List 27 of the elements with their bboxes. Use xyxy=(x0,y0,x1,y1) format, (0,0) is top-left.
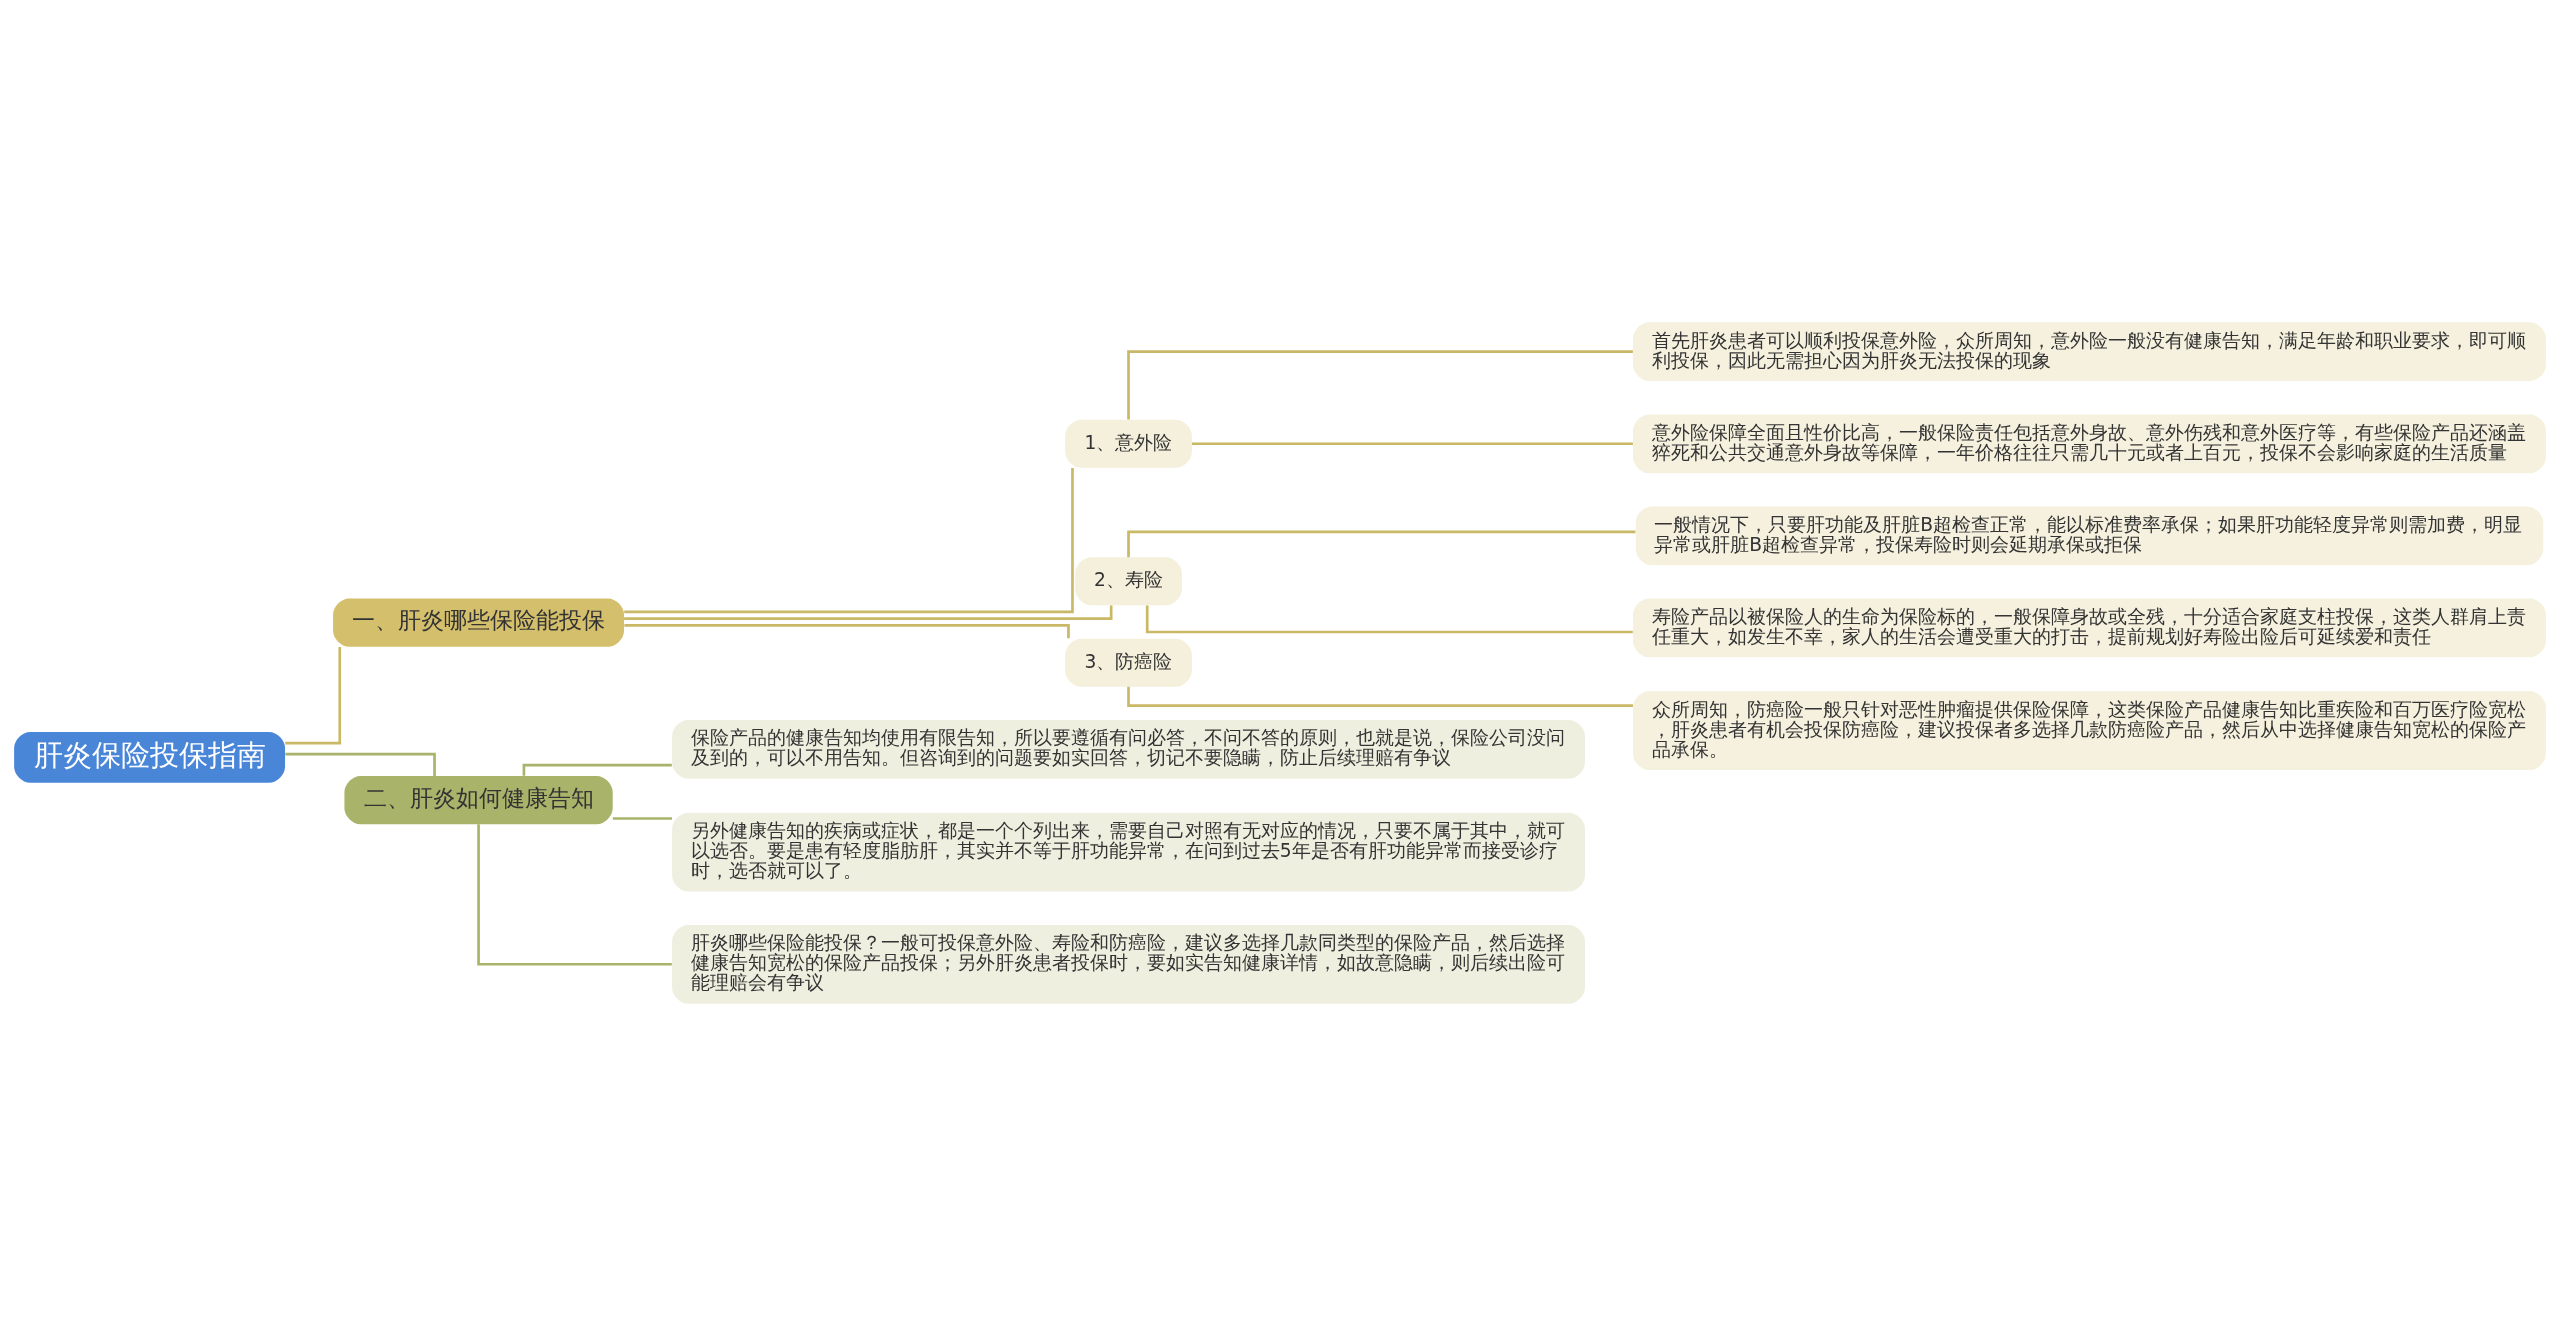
node-box: 一般情况下，只要肝功能及肝脏B超检查正常，能以标准费率承保；如果肝功能轻度异常则需加费，明显异常或肝脏B超检查异常，投保寿险时则会延期承保或拒保 xyxy=(1635,506,2544,565)
connector xyxy=(1127,530,1636,557)
node-box: 意外险保障全面且性价比高，一般保险责任包括意外身故、意外伤残和意外医疗等，有些保险产品还涵盖猝死和公共交通意外身故等保障，一年价格往往只需几十元或者上百元，投保不会影响家庭的生活质量 xyxy=(1633,413,2546,473)
connector xyxy=(1127,686,1633,707)
node-box: 寿险产品以被保险人的生命为保险标的，一般保障身故或全残，十分适合家庭支柱投保，这类人群肩上责任重大，如发生不幸，家人的生活会遭受重大的打击，提前规划好寿险出险后可延续爱和责任 xyxy=(1633,598,2546,657)
connector xyxy=(285,646,342,744)
node-box: 保险产品的健康告知均使用有限告知，所以要遵循有问必答，不问不答的原则，也就是说，保险公司没问及到的，可以不用告知。但咨询到的问题要如实回答，切记不要隐瞒，防止后续理赔有争议 xyxy=(672,719,1585,779)
node-box: 3、防癌险 xyxy=(1065,638,1192,687)
node-box: 首先肝炎患者可以顺利投保意外险，众所周知，意外险一般没有健康告知，满足年龄和职业要求，即可顺利投保，因此无需担心因为肝炎无法投保的现象 xyxy=(1633,321,2546,381)
connector xyxy=(1145,604,1633,633)
connector xyxy=(285,752,436,776)
connector xyxy=(1127,349,1633,420)
node-box: 肝炎保险投保指南 xyxy=(14,731,286,783)
connector xyxy=(624,623,1070,638)
node-box: 肝炎哪些保险能投保？一般可投保意外险、寿险和防癌险，建议多选择几款同类型的保险产品，然后选择健康告知宽松的保险产品投保；另外肝炎患者投保时，要如实告知健康详情，如故意隐瞒，则后续出险可能理赔会有争议 xyxy=(672,924,1585,1004)
node-box: 另外健康告知的疾病或症状，都是一个个列出来，需要自己对照有无对应的情况，只要不属于其中，就可以选否。要是患有轻度脂肪肝，其实并不等于肝功能异常，在问到过去5年是否有肝功能异常而接受诊疗时，选否就可以了。 xyxy=(672,812,1585,892)
node-box: 2、寿险 xyxy=(1075,556,1182,605)
connector xyxy=(624,467,1074,613)
connector xyxy=(1191,441,1633,445)
node-box: 1、意外险 xyxy=(1065,419,1192,468)
connector xyxy=(624,605,1113,620)
node-box: 众所周知，防癌险一般只针对恶性肿瘤提供保险保障，这类保险产品健康告知比重疾险和百万医疗险宽松，肝炎患者有机会投保防癌险，建议投保者多选择几款防癌险产品，然后从中选择健康告知宽松的保险产品承保。 xyxy=(1633,690,2546,770)
connector xyxy=(477,823,672,966)
node-box: 二、肝炎如何健康告知 xyxy=(344,775,613,824)
connector xyxy=(522,763,672,776)
connector xyxy=(612,816,673,820)
node-box: 一、肝炎哪些保险能投保 xyxy=(333,598,625,647)
